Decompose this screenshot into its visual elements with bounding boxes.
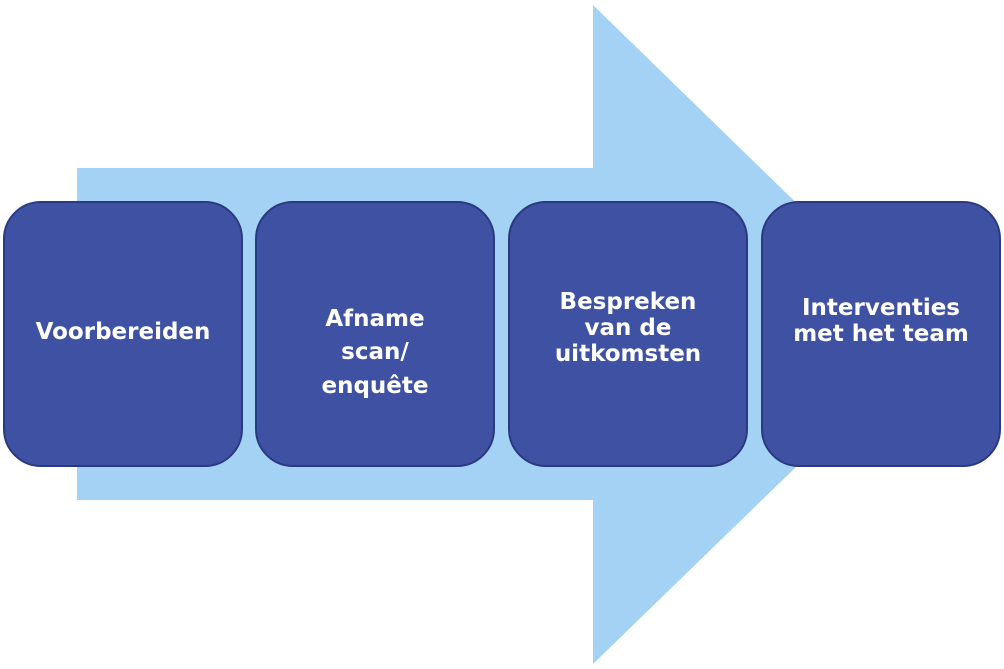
step-box-voorbereiden: Voorbereiden: [3, 201, 243, 467]
step-box-bespreken-uitkomsten: Bespreken van de uitkomsten: [508, 201, 748, 467]
step-box-afname-scan-enquete: Afname scan/ enquête: [255, 201, 495, 467]
step-box-interventies-team: Interventies met het team: [761, 201, 1001, 467]
step-label: Interventies met het team: [793, 295, 969, 347]
step-label: Voorbereiden: [35, 319, 211, 346]
background-arrow: [77, 5, 932, 664]
step-label: Bespreken van de uitkomsten: [554, 289, 702, 367]
step-label: Afname scan/ enquête: [321, 305, 429, 399]
